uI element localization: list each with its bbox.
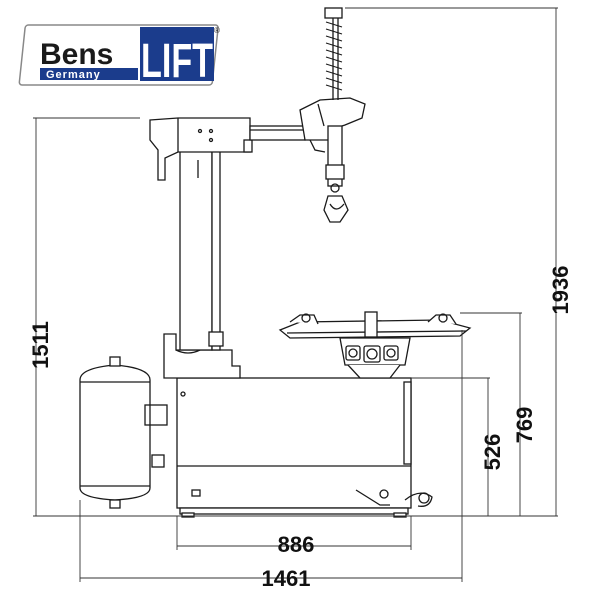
machine-cabinet xyxy=(176,377,433,518)
dim-cabinet-width: 886 xyxy=(278,532,315,557)
dim-total-height: 1936 xyxy=(548,266,573,315)
logo-country-text: Germany xyxy=(46,69,101,81)
logo-brand-text: Bens xyxy=(40,38,113,71)
dim-table-height: 769 xyxy=(512,407,537,444)
horizontal-arm xyxy=(149,97,366,181)
benslift-logo: Bens Germany LIFT ® xyxy=(18,24,220,88)
column-base xyxy=(163,333,241,379)
logo-registered-mark: ® xyxy=(214,26,220,35)
machine-drawing xyxy=(79,7,472,518)
spring-shaft xyxy=(323,7,349,223)
vertical-column xyxy=(179,149,224,351)
turntable xyxy=(278,311,472,379)
logo-lift-box xyxy=(140,27,214,81)
logo-country-bar xyxy=(40,68,138,80)
air-tank xyxy=(79,356,168,509)
dim-total-width: 1461 xyxy=(262,566,311,591)
dim-cabinet-height: 526 xyxy=(480,434,505,471)
logo-lift-text: LIFT xyxy=(141,35,213,88)
dimension-lines xyxy=(33,7,558,582)
dim-column-height: 1511 xyxy=(28,321,53,369)
